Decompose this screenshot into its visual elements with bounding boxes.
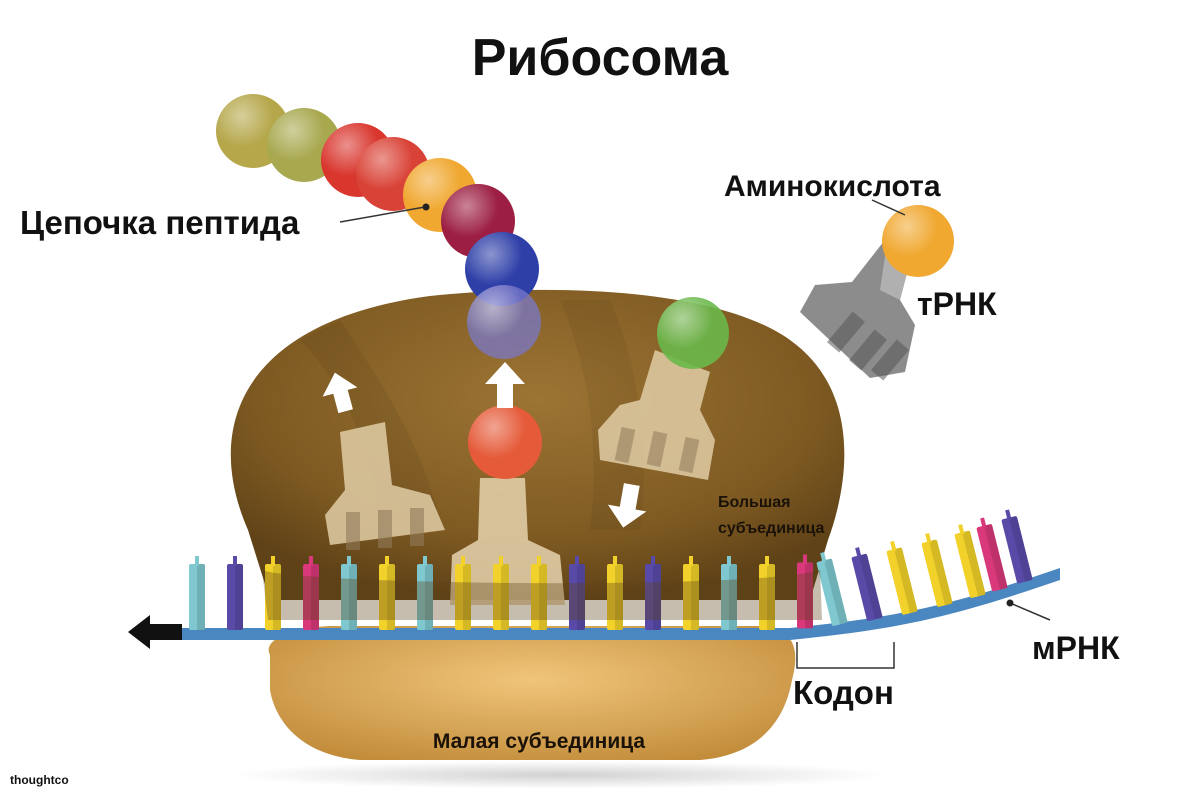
large-subunit-label-line1: Большая <box>718 494 791 511</box>
nucleotide <box>921 533 953 607</box>
codon-label: Кодон <box>793 674 894 711</box>
nucleotide <box>569 556 585 630</box>
mrna-pointer-dot <box>1006 599 1014 607</box>
source-credit: thoughtco <box>10 773 69 787</box>
mrna-label: мРНК <box>1032 630 1120 666</box>
nucleotide <box>379 556 395 630</box>
large-subunit-overlap <box>262 570 822 620</box>
small-subunit <box>268 626 796 760</box>
nucleotide <box>721 556 737 630</box>
ground-shadow <box>230 761 890 789</box>
trna-incoming-site <box>598 350 715 480</box>
nucleotide <box>886 540 918 615</box>
nucleotide <box>683 556 699 630</box>
arrow-down-incoming-icon <box>607 483 647 528</box>
trna-label: тРНК <box>917 286 997 322</box>
mrna-direction-arrow-icon <box>128 615 182 649</box>
amino-acid-bead-orange-red-shine <box>468 405 542 479</box>
free-amino-acid-bead-shine <box>882 205 954 277</box>
codon-bracket <box>796 642 895 669</box>
small-subunit-label: Малая субъединица <box>432 730 646 753</box>
bead-blue-1-shine <box>465 232 539 306</box>
page-title: Рибосома <box>471 29 729 87</box>
nucleotide <box>303 556 319 630</box>
amino-pointer-line <box>871 199 906 216</box>
mrna-pointer-line <box>1009 602 1051 621</box>
amino-acid-bead-green-shine <box>657 297 729 369</box>
nucleotide <box>954 524 986 598</box>
mrna-backbone <box>150 568 1060 640</box>
nucleotide <box>265 556 281 630</box>
nucleotide <box>645 556 661 630</box>
peptide-chain-label: Цепочка пептида <box>20 204 300 241</box>
arrow-up-exit-icon <box>322 372 358 414</box>
nucleotide <box>759 556 775 630</box>
nucleotide <box>851 547 883 621</box>
nucleotide <box>797 554 813 629</box>
nucleotide <box>531 556 547 630</box>
nucleotide <box>189 556 205 630</box>
nucleotide <box>341 556 357 630</box>
bead-blue-2-shine <box>467 285 541 359</box>
nucleotide <box>607 556 623 630</box>
arrow-up-peptide-icon <box>485 362 525 408</box>
large-subunit-label-line2: субъединица <box>718 520 825 537</box>
free-trna <box>800 236 915 381</box>
mrna-strand <box>150 509 1060 640</box>
large-subunit-label: Большая субъединица <box>718 490 824 542</box>
trna-exit-site <box>325 422 445 550</box>
peptide-pointer-dot <box>422 203 430 211</box>
amino-acid-label: Аминокислота <box>724 170 941 203</box>
peptide-chain <box>216 94 541 359</box>
nucleotide <box>816 552 848 626</box>
nucleotide <box>976 517 1008 592</box>
peptide-pointer-line <box>339 206 426 223</box>
nucleotide <box>493 556 509 630</box>
nucleotide <box>455 556 471 630</box>
nucleotide <box>1001 509 1033 584</box>
nucleotide <box>417 556 433 630</box>
nucleotide <box>227 556 243 630</box>
